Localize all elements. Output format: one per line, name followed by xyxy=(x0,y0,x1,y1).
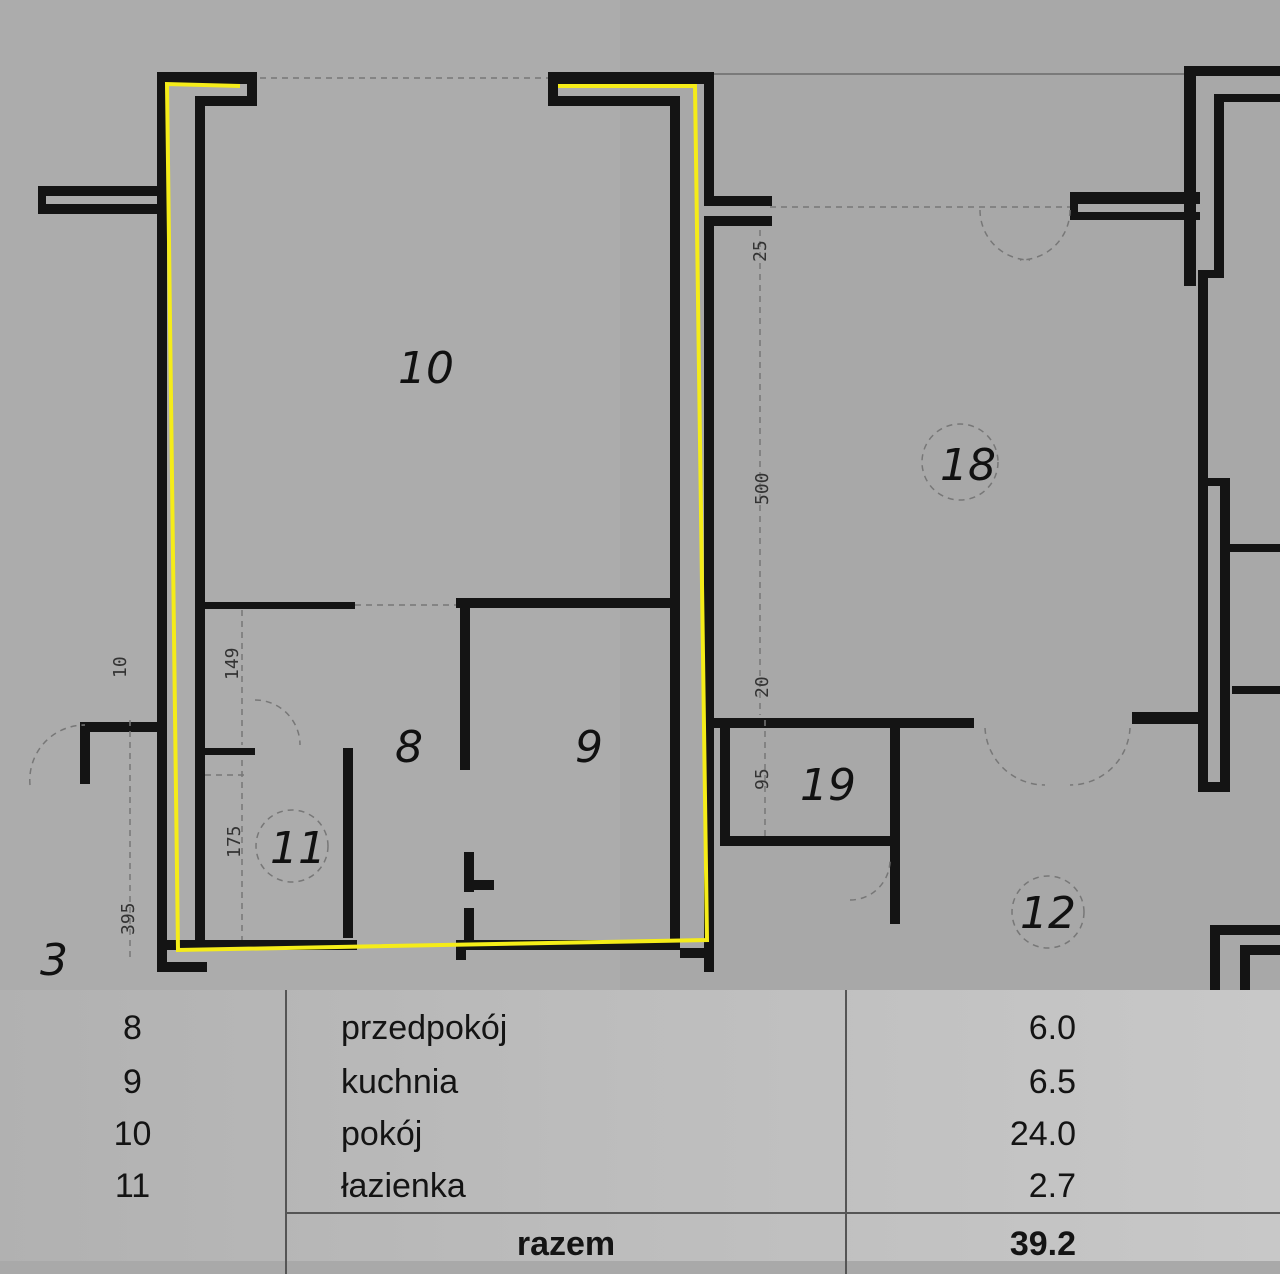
dimension-label: 395 xyxy=(118,902,139,935)
room-label-18: 18 xyxy=(940,440,996,491)
room-label-10: 10 xyxy=(398,343,454,394)
dimension-label: 25 xyxy=(750,240,771,262)
table-row: 8 przedpokój 6.0 xyxy=(0,990,1280,1056)
room-area: 6.0 xyxy=(1028,1008,1076,1047)
room-area: 2.7 xyxy=(1028,1166,1076,1205)
room-name: łazienka xyxy=(285,1160,847,1213)
room-label-3: 3 xyxy=(40,935,68,986)
total-row: razem 39.2 xyxy=(0,1212,1280,1274)
room-name: kuchnia xyxy=(285,1056,847,1108)
floor-plan: 25 500 20 95 10 149 175 395 10 8 9 11 18… xyxy=(29,66,1280,990)
table-row: 9 kuchnia 6.5 xyxy=(0,1056,1280,1108)
room-number: 8 xyxy=(123,1008,142,1047)
dimension-label: 20 xyxy=(752,676,773,698)
area-legend: 8 przedpokój 6.0 9 kuchnia 6.5 10 pokój … xyxy=(0,990,1280,1274)
apartment-outline xyxy=(164,81,710,953)
dimension-label: 500 xyxy=(752,472,773,505)
dimension-label: 95 xyxy=(752,768,773,790)
room-labels: 10 8 9 11 18 19 12 3 xyxy=(40,343,1085,986)
room-name: pokój xyxy=(285,1108,847,1160)
door-swings xyxy=(29,209,1131,960)
dimension-label: 175 xyxy=(224,825,245,858)
dimension-label: 149 xyxy=(222,647,243,680)
walls xyxy=(38,66,1280,990)
area-table: 8 przedpokój 6.0 9 kuchnia 6.5 10 pokój … xyxy=(0,990,1280,1274)
room-area: 6.5 xyxy=(1028,1062,1076,1101)
room-label-12: 12 xyxy=(1020,888,1076,939)
room-area: 24.0 xyxy=(1009,1114,1076,1153)
room-label-19: 19 xyxy=(800,760,856,811)
room-number: 10 xyxy=(113,1114,152,1153)
dimension-label: 10 xyxy=(110,656,131,678)
room-label-9: 9 xyxy=(575,722,603,773)
room-number: 9 xyxy=(123,1062,142,1101)
dimension-labels: 25 500 20 95 10 149 175 395 xyxy=(110,240,773,935)
room-label-8: 8 xyxy=(395,722,423,773)
total-value: 39.2 xyxy=(846,1212,1280,1274)
total-label: razem xyxy=(285,1212,847,1274)
total-spacer xyxy=(0,1213,286,1274)
table-row: 11 łazienka 2.7 xyxy=(0,1160,1280,1213)
room-number: 11 xyxy=(114,1167,151,1205)
room-name: przedpokój xyxy=(285,990,847,1056)
room-label-11: 11 xyxy=(270,823,326,874)
table-row: 10 pokój 24.0 xyxy=(0,1108,1280,1160)
